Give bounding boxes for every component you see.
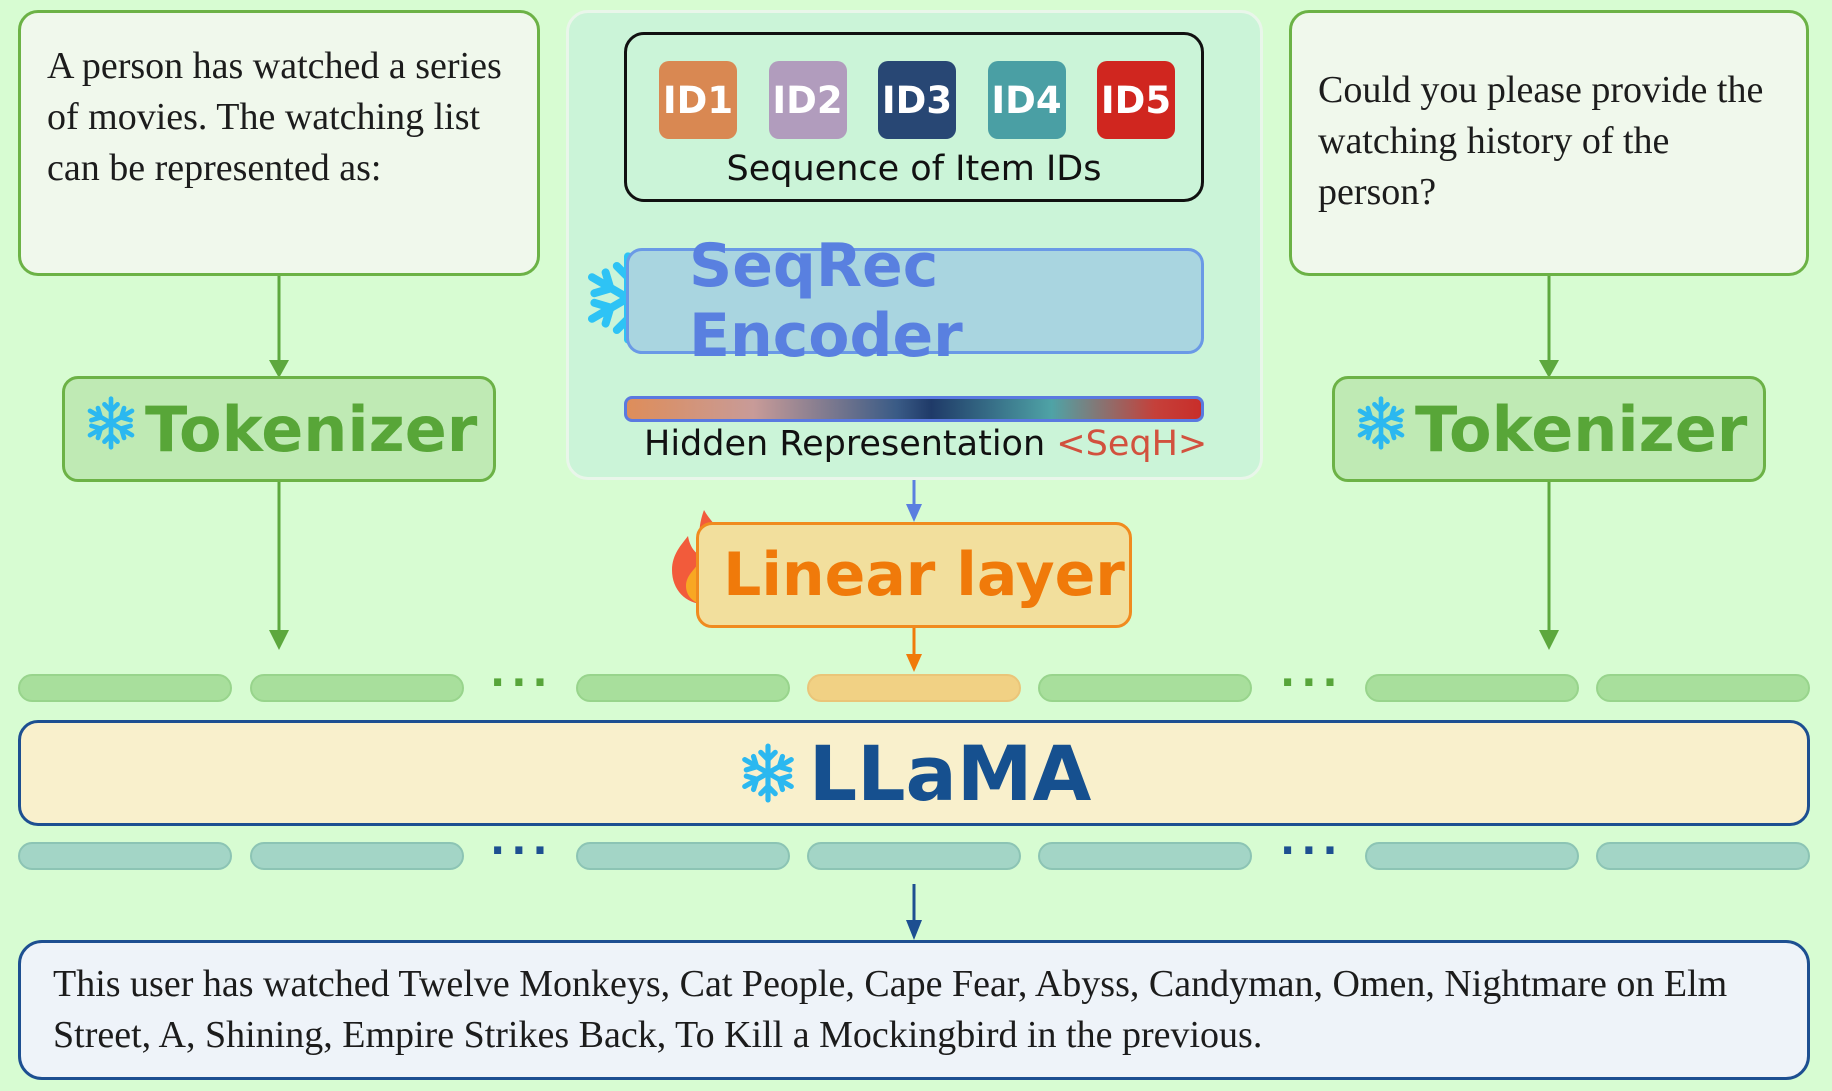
left-prompt-text: A person has watched a series of movies.…: [47, 45, 502, 189]
item-id-chip: ID4: [987, 61, 1066, 139]
right-tokenizer-box: Tokenizer: [1332, 376, 1766, 482]
output-token: [576, 842, 790, 870]
output-token: [18, 842, 232, 870]
output-box: This user has watched Twelve Monkeys, Ca…: [18, 940, 1810, 1080]
seqrec-encoder-label: SeqRec Encoder: [689, 231, 963, 371]
seqh-token-slot: [807, 674, 1021, 702]
llama-label: LLaMA: [808, 728, 1092, 818]
item-id-chip: ID1: [659, 61, 737, 139]
item-id-chip: ID3: [878, 61, 956, 139]
seqh-token: <SeqH>: [1056, 424, 1208, 464]
seqrec-encoder-box: SeqRec Encoder: [626, 231, 1204, 371]
left-tokenizer-box: Tokenizer: [62, 376, 496, 482]
output-text: This user has watched Twelve Monkeys, Ca…: [53, 963, 1728, 1056]
input-token: [1365, 674, 1579, 702]
sequence-label: Sequence of Item IDs: [726, 149, 1102, 189]
left-prompt-box: A person has watched a series of movies.…: [18, 10, 540, 276]
input-ellipsis: ···: [490, 660, 554, 706]
linear-layer-box: Linear layer: [696, 522, 1132, 628]
item-sequence-box: ID1 ID2 ID3 ID4 ID5 Sequence of Item IDs: [624, 32, 1204, 202]
item-id-chip: ID2: [768, 61, 847, 139]
snowflake-icon: [737, 742, 799, 804]
input-token: [18, 674, 232, 702]
hidden-representation-caption: Hidden Representation <SeqH>: [644, 424, 1207, 464]
hidden-representation-label: Hidden Representation: [644, 424, 1046, 464]
output-token: [250, 842, 464, 870]
right-prompt-text: Could you please provide the watching hi…: [1318, 69, 1764, 213]
item-id-row: ID1 ID2 ID3 ID4 ID5: [659, 61, 1175, 139]
item-id-chip: ID5: [1097, 61, 1175, 139]
input-token: [1596, 674, 1810, 702]
output-token: [1038, 842, 1252, 870]
input-token: [1038, 674, 1252, 702]
snowflake-icon: [1353, 393, 1409, 466]
output-token: [1596, 842, 1810, 870]
input-ellipsis: ···: [1280, 660, 1344, 706]
hidden-representation-bar: [624, 396, 1204, 422]
linear-layer-label: Linear layer: [723, 540, 1125, 610]
output-ellipsis: ···: [490, 828, 554, 874]
left-tokenizer-label: Tokenizer: [145, 392, 478, 466]
llama-box: LLaMA: [18, 720, 1810, 826]
right-prompt-box: Could you please provide the watching hi…: [1289, 10, 1809, 276]
right-tokenizer-label: Tokenizer: [1415, 392, 1748, 466]
input-token: [576, 674, 790, 702]
output-ellipsis: ···: [1280, 828, 1344, 874]
output-token: [807, 842, 1021, 870]
input-token: [250, 674, 464, 702]
snowflake-icon: [83, 393, 139, 466]
output-token: [1365, 842, 1579, 870]
